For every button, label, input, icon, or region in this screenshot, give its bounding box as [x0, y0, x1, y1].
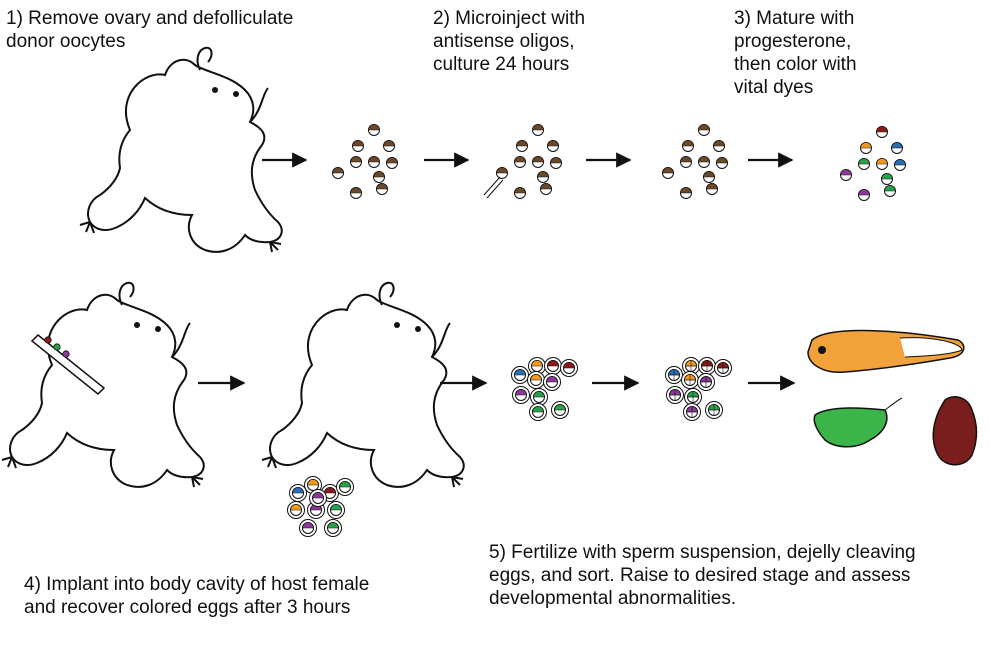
- oocyte: [376, 183, 388, 195]
- oocyte: [682, 140, 694, 152]
- oocyte: [860, 142, 872, 154]
- oocyte: [662, 167, 674, 179]
- egg: [665, 366, 683, 384]
- step-2-text: 2) Microinject with antisense oligos, cu…: [433, 8, 586, 75]
- egg: [705, 401, 723, 419]
- oocyte: [680, 156, 692, 168]
- egg: [336, 478, 354, 496]
- oocyte: [713, 140, 725, 152]
- egg: [287, 501, 305, 519]
- oocyte: [840, 169, 852, 181]
- egg: [327, 501, 345, 519]
- egg: [666, 386, 684, 404]
- oocyte: [540, 183, 552, 195]
- oocyte: [368, 124, 380, 136]
- oocyte: [532, 124, 544, 136]
- cleaving-egg-cluster: [665, 357, 732, 421]
- green-embryo: [813, 397, 903, 448]
- step-4-text: 4) Implant into body cavity of host fema…: [24, 574, 370, 618]
- donor-frog: [79, 46, 283, 254]
- egg: [289, 484, 307, 502]
- egg: [511, 366, 529, 384]
- oocyte: [332, 167, 344, 179]
- egg: [543, 373, 561, 391]
- egg: [324, 519, 342, 537]
- oocyte: [876, 158, 888, 170]
- oocyte: [368, 156, 380, 168]
- oocyte: [373, 171, 385, 183]
- oocyte: [858, 158, 870, 170]
- oocyte: [383, 140, 395, 152]
- oocyte: [894, 159, 906, 171]
- egg: [512, 386, 530, 404]
- oocyte: [858, 189, 870, 201]
- step-3-text: 3) Mature with progesterone, then color …: [734, 8, 857, 98]
- fertilized-egg-cluster: [511, 357, 578, 421]
- egg: [697, 373, 715, 391]
- microinjection-needle: [483, 176, 504, 199]
- egg: [299, 519, 317, 537]
- oocyte: [386, 157, 398, 169]
- egg: [684, 388, 702, 406]
- egg: [681, 371, 699, 389]
- oocyte: [352, 140, 364, 152]
- oocyte: [532, 156, 544, 168]
- oocyte: [350, 156, 362, 168]
- oocyte: [547, 140, 559, 152]
- egg: [683, 403, 701, 421]
- pipette-with-eggs: [30, 333, 106, 396]
- egg: [309, 489, 327, 507]
- oocyte: [876, 126, 888, 138]
- host-frog-injecting: [1, 281, 205, 488]
- oocyte: [698, 156, 710, 168]
- oocyte: [881, 173, 893, 185]
- egg: [544, 357, 562, 375]
- oocyte: [550, 157, 562, 169]
- egg: [529, 403, 547, 421]
- red-embryo: [932, 396, 978, 466]
- oocyte-cluster-injected: [496, 124, 562, 199]
- oocyte: [680, 187, 692, 199]
- oocyte: [350, 187, 362, 199]
- egg: [551, 401, 569, 419]
- egg: [527, 371, 545, 389]
- oocyte: [703, 171, 715, 183]
- egg: [321, 484, 339, 502]
- recovered-egg-cluster: [287, 476, 354, 537]
- oocyte: [706, 183, 718, 195]
- oocyte-cluster-cultured: [662, 124, 728, 199]
- oocyte: [514, 156, 526, 168]
- oocyte: [884, 185, 896, 197]
- oocyte: [516, 140, 528, 152]
- oocyte: [514, 187, 526, 199]
- orange-tadpole: [807, 329, 965, 373]
- oocyte-cluster-1: [332, 124, 398, 199]
- egg: [560, 359, 578, 377]
- oocyte: [891, 142, 903, 154]
- egg: [530, 388, 548, 406]
- step-5-text: 5) Fertilize with sperm suspension, deje…: [489, 542, 916, 609]
- oocyte: [496, 167, 508, 179]
- colored-oocyte-cluster: [840, 126, 906, 201]
- step-1-text: 1) Remove ovary and defolliculate donor …: [6, 8, 294, 52]
- egg: [698, 357, 716, 375]
- oocyte: [537, 171, 549, 183]
- egg: [714, 359, 732, 377]
- oocyte: [716, 157, 728, 169]
- host-frog-recovered: [261, 281, 465, 488]
- oocyte: [698, 124, 710, 136]
